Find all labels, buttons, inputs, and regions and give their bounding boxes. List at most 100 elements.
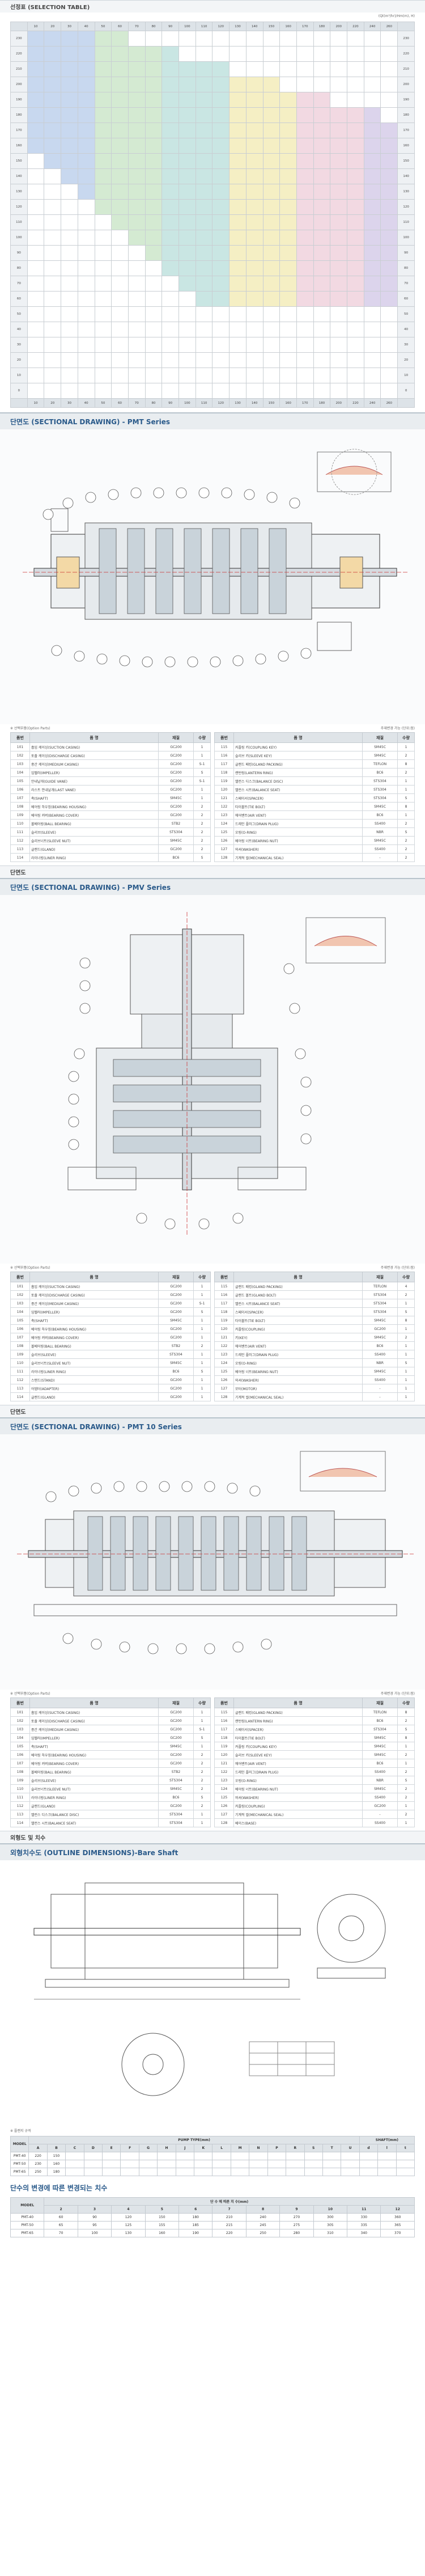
part-number: 115 <box>214 1708 234 1717</box>
selection-cell <box>279 245 297 261</box>
part-name: 커플링(COUPLING) <box>233 1324 363 1333</box>
part-quantity: 1 <box>193 1392 211 1401</box>
selection-cell <box>262 31 280 47</box>
stage-title: 단수의 변경에 따른 변경되는 치수 <box>10 2184 108 2192</box>
part-number: 120 <box>214 785 234 794</box>
part-quantity: 1 <box>397 776 415 786</box>
part-name: 밸런스 시트(BALANCE SEAT) <box>233 785 363 794</box>
part-material: GC200 <box>158 1708 194 1717</box>
part-material: SM45C <box>362 742 398 751</box>
part-name: 와셔(WASHER) <box>233 1375 363 1384</box>
selection-y-label: 220 <box>397 46 415 62</box>
selection-cell <box>162 352 180 368</box>
selection-x-label: 100 <box>178 398 196 408</box>
selection-cell <box>144 230 163 246</box>
parts-header-qty: 수량 <box>397 1697 415 1708</box>
selection-y-label: 210 <box>10 61 28 77</box>
part-quantity: 2 <box>397 853 415 862</box>
selection-cell <box>279 138 297 154</box>
outline-value <box>341 2168 360 2176</box>
outline-value <box>138 2168 158 2176</box>
selection-cell <box>111 46 129 62</box>
selection-cell <box>195 352 213 368</box>
selection-cell <box>229 138 246 154</box>
part-quantity: 1 <box>193 742 211 751</box>
selection-y-label: 230 <box>10 31 28 47</box>
part-quantity: S <box>193 1307 211 1316</box>
selection-cell <box>380 138 398 154</box>
part-material: GC200 <box>158 742 194 751</box>
selection-cell <box>380 123 398 138</box>
selection-cell <box>229 184 246 200</box>
selection-cell <box>178 184 196 200</box>
outline-model-header: MODEL <box>10 2136 29 2152</box>
outline-col-label: K <box>194 2144 213 2152</box>
selection-cell <box>61 368 78 383</box>
part-number: 101 <box>10 1708 30 1717</box>
selection-y-label: 20 <box>397 352 415 368</box>
part-number: 116 <box>214 1290 234 1299</box>
selection-y-label: 100 <box>10 230 28 246</box>
outline-col-label: G <box>138 2144 158 2152</box>
part-name: 베어링 커버(BEARING COVER) <box>29 810 159 820</box>
part-quantity: 2 <box>193 810 211 820</box>
selection-cell <box>212 337 230 353</box>
part-quantity: 2 <box>397 768 415 777</box>
part-material: STS304 <box>158 827 194 837</box>
part-number: 119 <box>214 1742 234 1751</box>
selection-y-label: 170 <box>10 123 28 138</box>
selection-cell <box>279 230 297 246</box>
selection-y-label: 50 <box>10 306 28 322</box>
parts-header-name: 품 명 <box>233 1272 363 1282</box>
selection-cell <box>330 214 348 230</box>
selection-cell <box>296 123 314 138</box>
selection-cell <box>77 31 95 47</box>
selection-cell <box>162 123 180 138</box>
selection-cell <box>330 291 348 307</box>
part-number: 101 <box>10 1282 30 1291</box>
part-number: 121 <box>214 793 234 803</box>
selection-note: (Qt(m³/hr)/Hm(m), H) <box>378 14 415 18</box>
outline-value <box>377 2152 397 2160</box>
pmt10-section-title: 단면도 (SECTIONAL DRAWING) - PMT 10 Series <box>0 1417 425 1434</box>
part-name: 밸런스 디스크(BALANCE DISC) <box>29 1810 159 1819</box>
selection-cell <box>212 322 230 337</box>
outline-value <box>65 2160 84 2168</box>
part-name: 커플링(COUPLING) <box>233 1801 363 1810</box>
selection-cell <box>229 291 246 307</box>
selection-cell <box>61 230 78 246</box>
part-quantity: S <box>193 1367 211 1376</box>
part-name: 스페이서(SPACER) <box>233 793 363 803</box>
outline-value <box>120 2160 139 2168</box>
part-name: 라이너링(LINER RING) <box>29 1367 159 1376</box>
selection-x-label: 150 <box>262 22 280 31</box>
parts-header-name: 품 명 <box>29 1697 159 1708</box>
outline-value <box>322 2152 342 2160</box>
selection-cell <box>178 46 196 62</box>
part-material: GC200 <box>158 810 194 820</box>
parts-header-mat: 재질 <box>158 732 194 743</box>
part-name: 중간 케이싱(MEDIUM CASING) <box>29 1725 159 1734</box>
part-quantity: 2 <box>193 1776 211 1785</box>
part-name: 글랜드 패킹(GLAND PACKING) <box>233 759 363 768</box>
stage-count-label: 8 <box>245 2205 280 2214</box>
part-material: STS304 <box>158 1810 194 1819</box>
selection-cell <box>27 92 45 108</box>
stage-value: 370 <box>380 2229 415 2237</box>
part-name: 축(SHAFT) <box>29 1316 159 1325</box>
part-quantity: 2 <box>193 1801 211 1810</box>
part-name: 에어벤트(AIR VENT) <box>233 1341 363 1350</box>
part-material: GC200 <box>158 759 194 768</box>
selection-cell <box>111 337 129 353</box>
selection-cell <box>262 368 280 383</box>
selection-cell <box>229 153 246 169</box>
